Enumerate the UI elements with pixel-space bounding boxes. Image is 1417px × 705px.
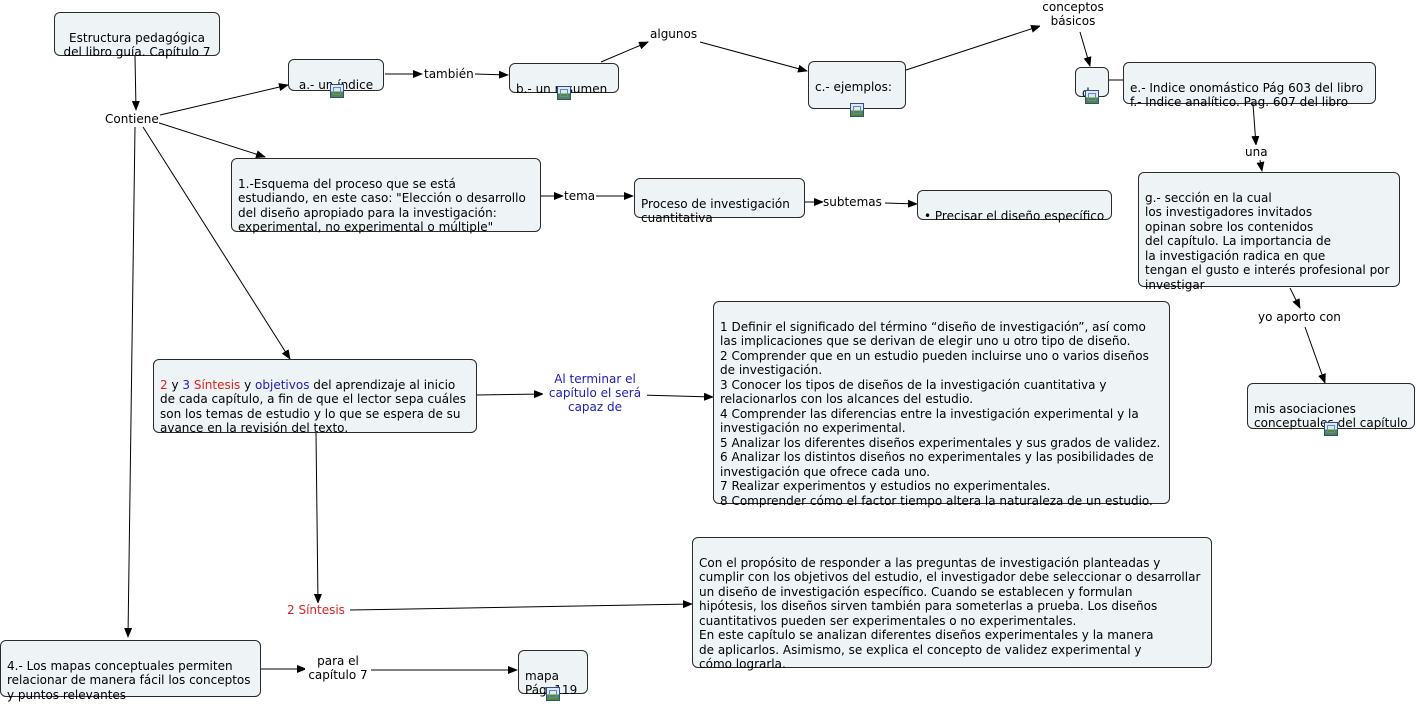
sintesis-objetivos-rest: de cada capítulo, a fin de que el lector… [160,392,467,435]
mapa-node[interactable]: mapa Pág. 119 [518,650,588,697]
aprendizaje-text: del aprendizaje al inicio [309,377,456,392]
number-two: 2 [160,377,168,392]
asociaciones-node-text: mis asociaciones conceptuales del capítu… [1254,401,1408,431]
sintesis-texto-text: Con el propósito de responder a las preg… [699,555,1201,672]
image-icon[interactable] [1324,422,1338,436]
indices-node-text: e.- Indice onomástico Pág 603 del libro … [1130,80,1364,110]
root-node[interactable]: Estructura pedagógica del libro guía. Ca… [54,12,220,59]
proceso-node-text: Proceso de investigación cuantitativa [641,196,790,226]
indice-node[interactable]: a.- un índice [288,59,384,92]
link-label-subtemas: subtemas [823,195,882,209]
precisar-node[interactable]: • Precisar el diseño específico [917,190,1112,223]
resumen-node-text: b.- un resumen [516,81,608,96]
image-icon[interactable] [330,84,344,98]
indices-node[interactable]: e.- Indice onomástico Pág 603 del libro … [1123,62,1376,109]
image-icon[interactable] [850,103,864,117]
mapa-node-text: mapa Pág. 119 [525,668,578,698]
link-label-tema: tema [564,189,596,203]
image-icon[interactable] [557,86,571,100]
objetivos-lista-node[interactable]: 1 Definir el significado del término “di… [713,301,1170,508]
ejemplos-node[interactable]: c.- ejemplos: [808,61,906,109]
sintesis-texto-node[interactable]: Con el propósito de responder a las preg… [692,537,1212,671]
link-label-para-el: para el capítulo 7 [305,654,371,682]
link-label-algunos: algunos [650,27,698,41]
link-label-conceptos: conceptos básicos [1040,0,1106,28]
sintesis-word: Síntesis [190,377,241,392]
link-label-tambien: también [424,67,474,81]
link-label-una: una [1245,145,1268,159]
and-text: y [167,377,183,392]
indice-node-text: a.- un índice [298,77,374,92]
root-node-text: Estructura pedagógica del libro guía. Ca… [63,30,211,60]
objetivos-word: objetivos [255,377,310,392]
and-text: y [240,377,256,392]
objetivos-lista-text: 1 Definir el significado del término “di… [720,319,1161,508]
asociaciones-node[interactable]: mis asociaciones conceptuales del capítu… [1247,383,1415,431]
sintesis-objetivos-node[interactable]: 2 y 3 Síntesis y objetivos del aprendiza… [153,359,477,435]
ejemplos-node-text: c.- ejemplos: [815,79,892,94]
seccion-g-node-text: g.- sección en la cual los investigadore… [1145,190,1390,292]
image-icon[interactable] [546,687,560,701]
esquema-node[interactable]: 1.-Esquema del proceso que se está estud… [231,158,541,235]
image-icon[interactable] [1085,90,1099,104]
proceso-node[interactable]: Proceso de investigación cuantitativa [634,178,805,225]
link-label-yo-aporto: yo aporto con [1258,310,1341,324]
precisar-node-text: • Precisar el diseño específico [924,208,1105,223]
link-label-dos-sintesis: 2 Síntesis [287,603,345,617]
mapas-node-text: 4.- Los mapas conceptuales permiten rela… [7,658,251,702]
link-label-contiene: Contiene [105,112,159,126]
link-label-al-terminar: Al terminar el capítulo el será capaz de [543,372,647,414]
number-three: 3 [182,377,191,392]
mapas-node[interactable]: 4.- Los mapas conceptuales permiten rela… [0,640,261,702]
esquema-node-text: 1.-Esquema del proceso que se está estud… [238,176,526,235]
seccion-g-node[interactable]: g.- sección en la cual los investigadore… [1138,172,1400,292]
